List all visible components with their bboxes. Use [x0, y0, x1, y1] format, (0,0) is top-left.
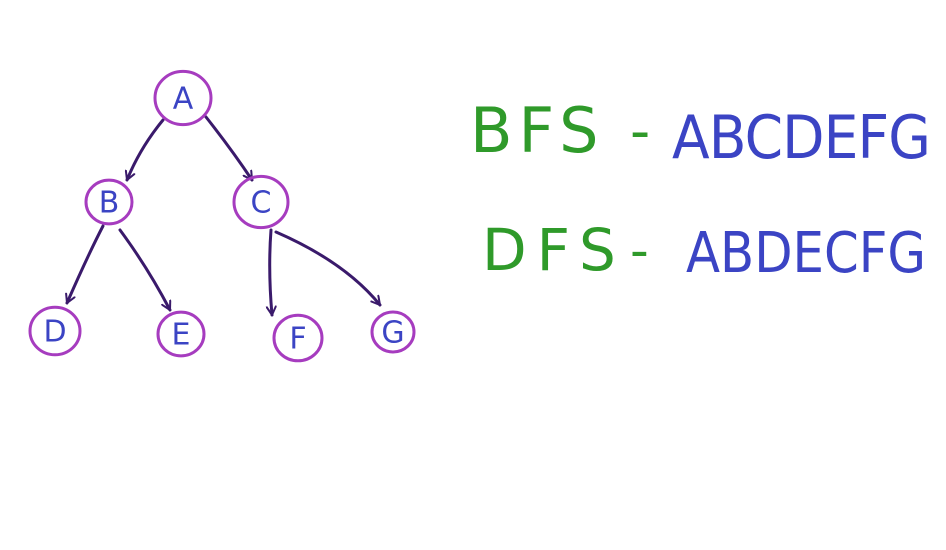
traversal-dfs: DFS - ABDECFG	[482, 216, 926, 286]
traversal-bfs-separator: -	[630, 99, 650, 164]
edge-c-f	[270, 228, 272, 317]
node-a-circle	[153, 69, 213, 127]
node-d: D	[28, 305, 82, 357]
node-c-circle	[232, 174, 290, 230]
traversal-dfs-separator: -	[630, 221, 649, 281]
traversal-bfs-name: BFS	[470, 94, 604, 167]
node-e: E	[156, 310, 206, 358]
edge-b-e	[118, 228, 172, 312]
node-b: B	[84, 178, 134, 226]
node-b-label: B	[99, 186, 120, 221]
node-e-circle	[156, 310, 206, 358]
traversal-bfs: BFS - ABCDEFG	[470, 94, 931, 173]
node-c-label: C	[251, 186, 272, 221]
node-f: F	[272, 313, 324, 363]
edge-a-b	[127, 118, 165, 182]
node-f-label: F	[289, 322, 306, 357]
node-a: A	[153, 69, 213, 127]
tree-nodes: A B C D E F G	[28, 69, 416, 363]
traversal-dfs-name: DFS	[482, 216, 626, 284]
tree-edges	[67, 115, 382, 317]
node-a-label: A	[173, 82, 194, 117]
node-b-circle	[84, 178, 134, 226]
node-f-circle	[272, 313, 324, 363]
node-g: G	[370, 310, 416, 354]
edge-a-c	[204, 115, 254, 182]
edge-c-g	[274, 230, 382, 307]
node-g-circle	[370, 310, 416, 354]
node-c: C	[232, 174, 290, 230]
node-g-label: G	[381, 316, 404, 351]
edge-b-d	[67, 224, 105, 305]
node-d-label: D	[43, 315, 66, 350]
node-d-circle	[28, 305, 82, 357]
node-e-label: E	[172, 318, 191, 353]
traversal-bfs-sequence: ABCDEFG	[672, 103, 930, 173]
traversal-dfs-sequence: ABDECFG	[686, 221, 926, 286]
